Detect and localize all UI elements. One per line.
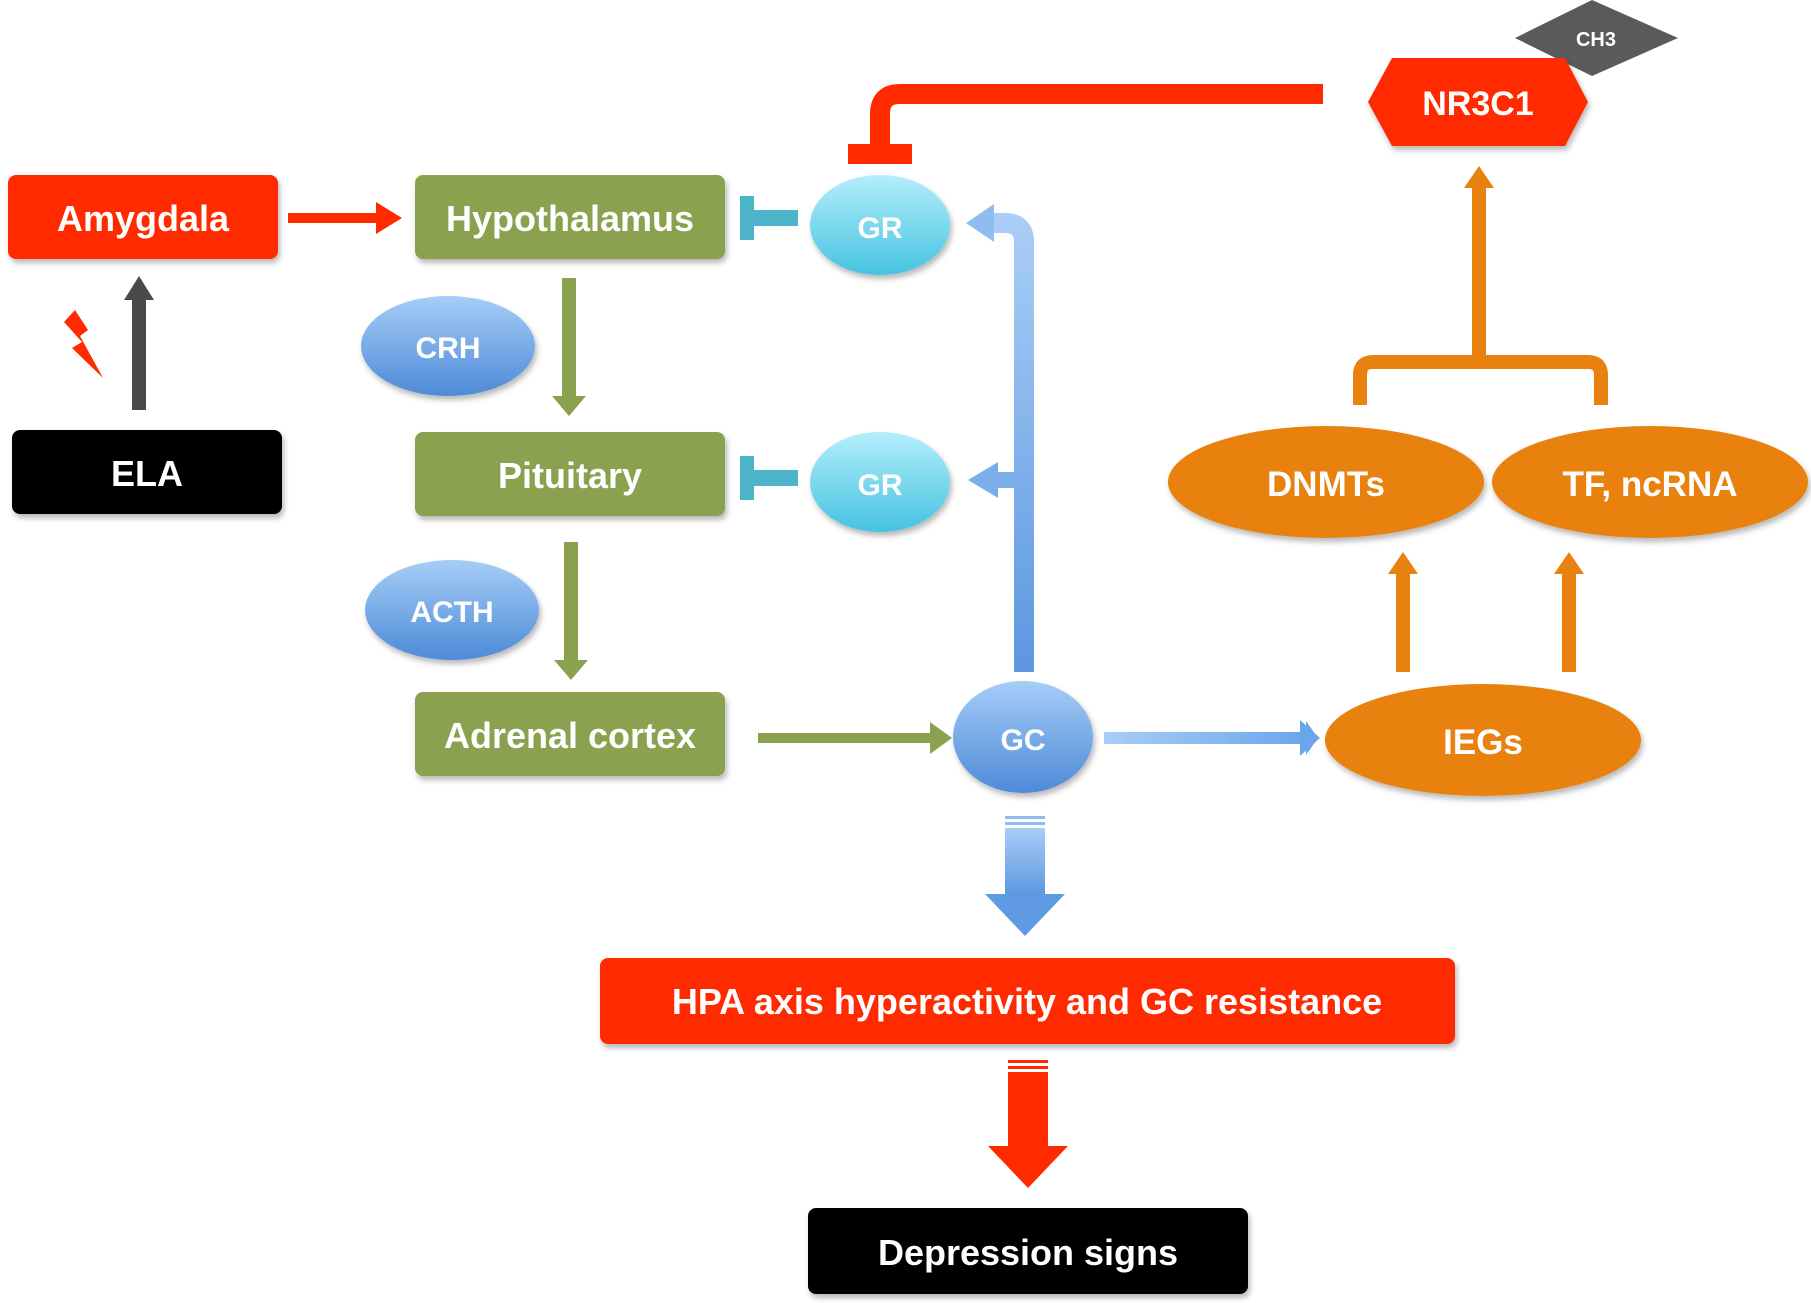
ch3-label: CH3 — [1576, 29, 1616, 51]
amygdala-node: Amygdala — [8, 175, 278, 259]
gr-top-node: GR — [810, 175, 950, 275]
tf-ncrna-node: TF, ncRNA — [1492, 426, 1808, 538]
gr-top-label: GR — [858, 212, 903, 245]
amygdala-label: Amygdala — [57, 198, 230, 239]
iegs-node: IEGs — [1325, 684, 1641, 796]
crh-label: CRH — [416, 332, 481, 365]
hypothalamus-node: Hypothalamus — [415, 175, 725, 259]
pituitary-label: Pituitary — [498, 455, 642, 496]
acth-label: ACTH — [410, 596, 493, 629]
pituitary-node: Pituitary — [415, 432, 725, 516]
hpa-node: HPA axis hyperactivity and GC resistance — [600, 958, 1455, 1044]
arrow-gc-gr-feedback — [966, 204, 1034, 672]
arrow-amygdala-hypothalamus — [288, 202, 402, 234]
gr-mid-node: GR — [810, 432, 950, 532]
arrow-iegs-tf — [1554, 552, 1584, 672]
inhibit-gr-hypothalamus — [740, 196, 798, 240]
inhibit-gr-pituitary — [740, 456, 798, 500]
arrow-gc-iegs — [1104, 720, 1320, 756]
lightning-icon — [64, 310, 103, 378]
tf-ncrna-label: TF, ncRNA — [1563, 465, 1738, 504]
ela-label: ELA — [111, 453, 183, 494]
gr-mid-label: GR — [858, 469, 903, 502]
arrow-gc-hpa — [985, 816, 1065, 936]
gc-node: GC — [953, 681, 1093, 793]
acth-node: ACTH — [365, 560, 539, 660]
hpa-label: HPA axis hyperactivity and GC resistance — [672, 981, 1382, 1022]
depression-label: Depression signs — [878, 1232, 1178, 1273]
arrow-pituitary-adrenal — [554, 542, 588, 680]
ela-node: ELA — [12, 430, 282, 514]
inhibit-nr3c1-gr — [848, 84, 1323, 164]
crh-node: CRH — [361, 296, 535, 396]
adrenal-cortex-node: Adrenal cortex — [415, 692, 725, 776]
nr3c1-node: NR3C1 — [1368, 58, 1588, 146]
arrow-iegs-dnmts — [1388, 552, 1418, 672]
ch3-node: CH3 — [1515, 0, 1678, 76]
dnmts-node: DNMTs — [1168, 426, 1484, 538]
arrow-hypothalamus-pituitary — [552, 278, 586, 416]
arrow-ela-amygdala — [124, 276, 154, 410]
iegs-label: IEGs — [1443, 723, 1523, 762]
arrow-hpa-depression — [988, 1060, 1068, 1188]
nr3c1-label: NR3C1 — [1422, 85, 1533, 123]
arrow-bracket-nr3c1 — [1353, 166, 1608, 405]
depression-node: Depression signs — [808, 1208, 1248, 1294]
arrow-adrenal-gc — [758, 722, 952, 754]
dnmts-label: DNMTs — [1267, 465, 1385, 504]
gc-label: GC — [1001, 724, 1046, 757]
hypothalamus-label: Hypothalamus — [446, 198, 694, 239]
adrenal-cortex-label: Adrenal cortex — [444, 715, 696, 756]
